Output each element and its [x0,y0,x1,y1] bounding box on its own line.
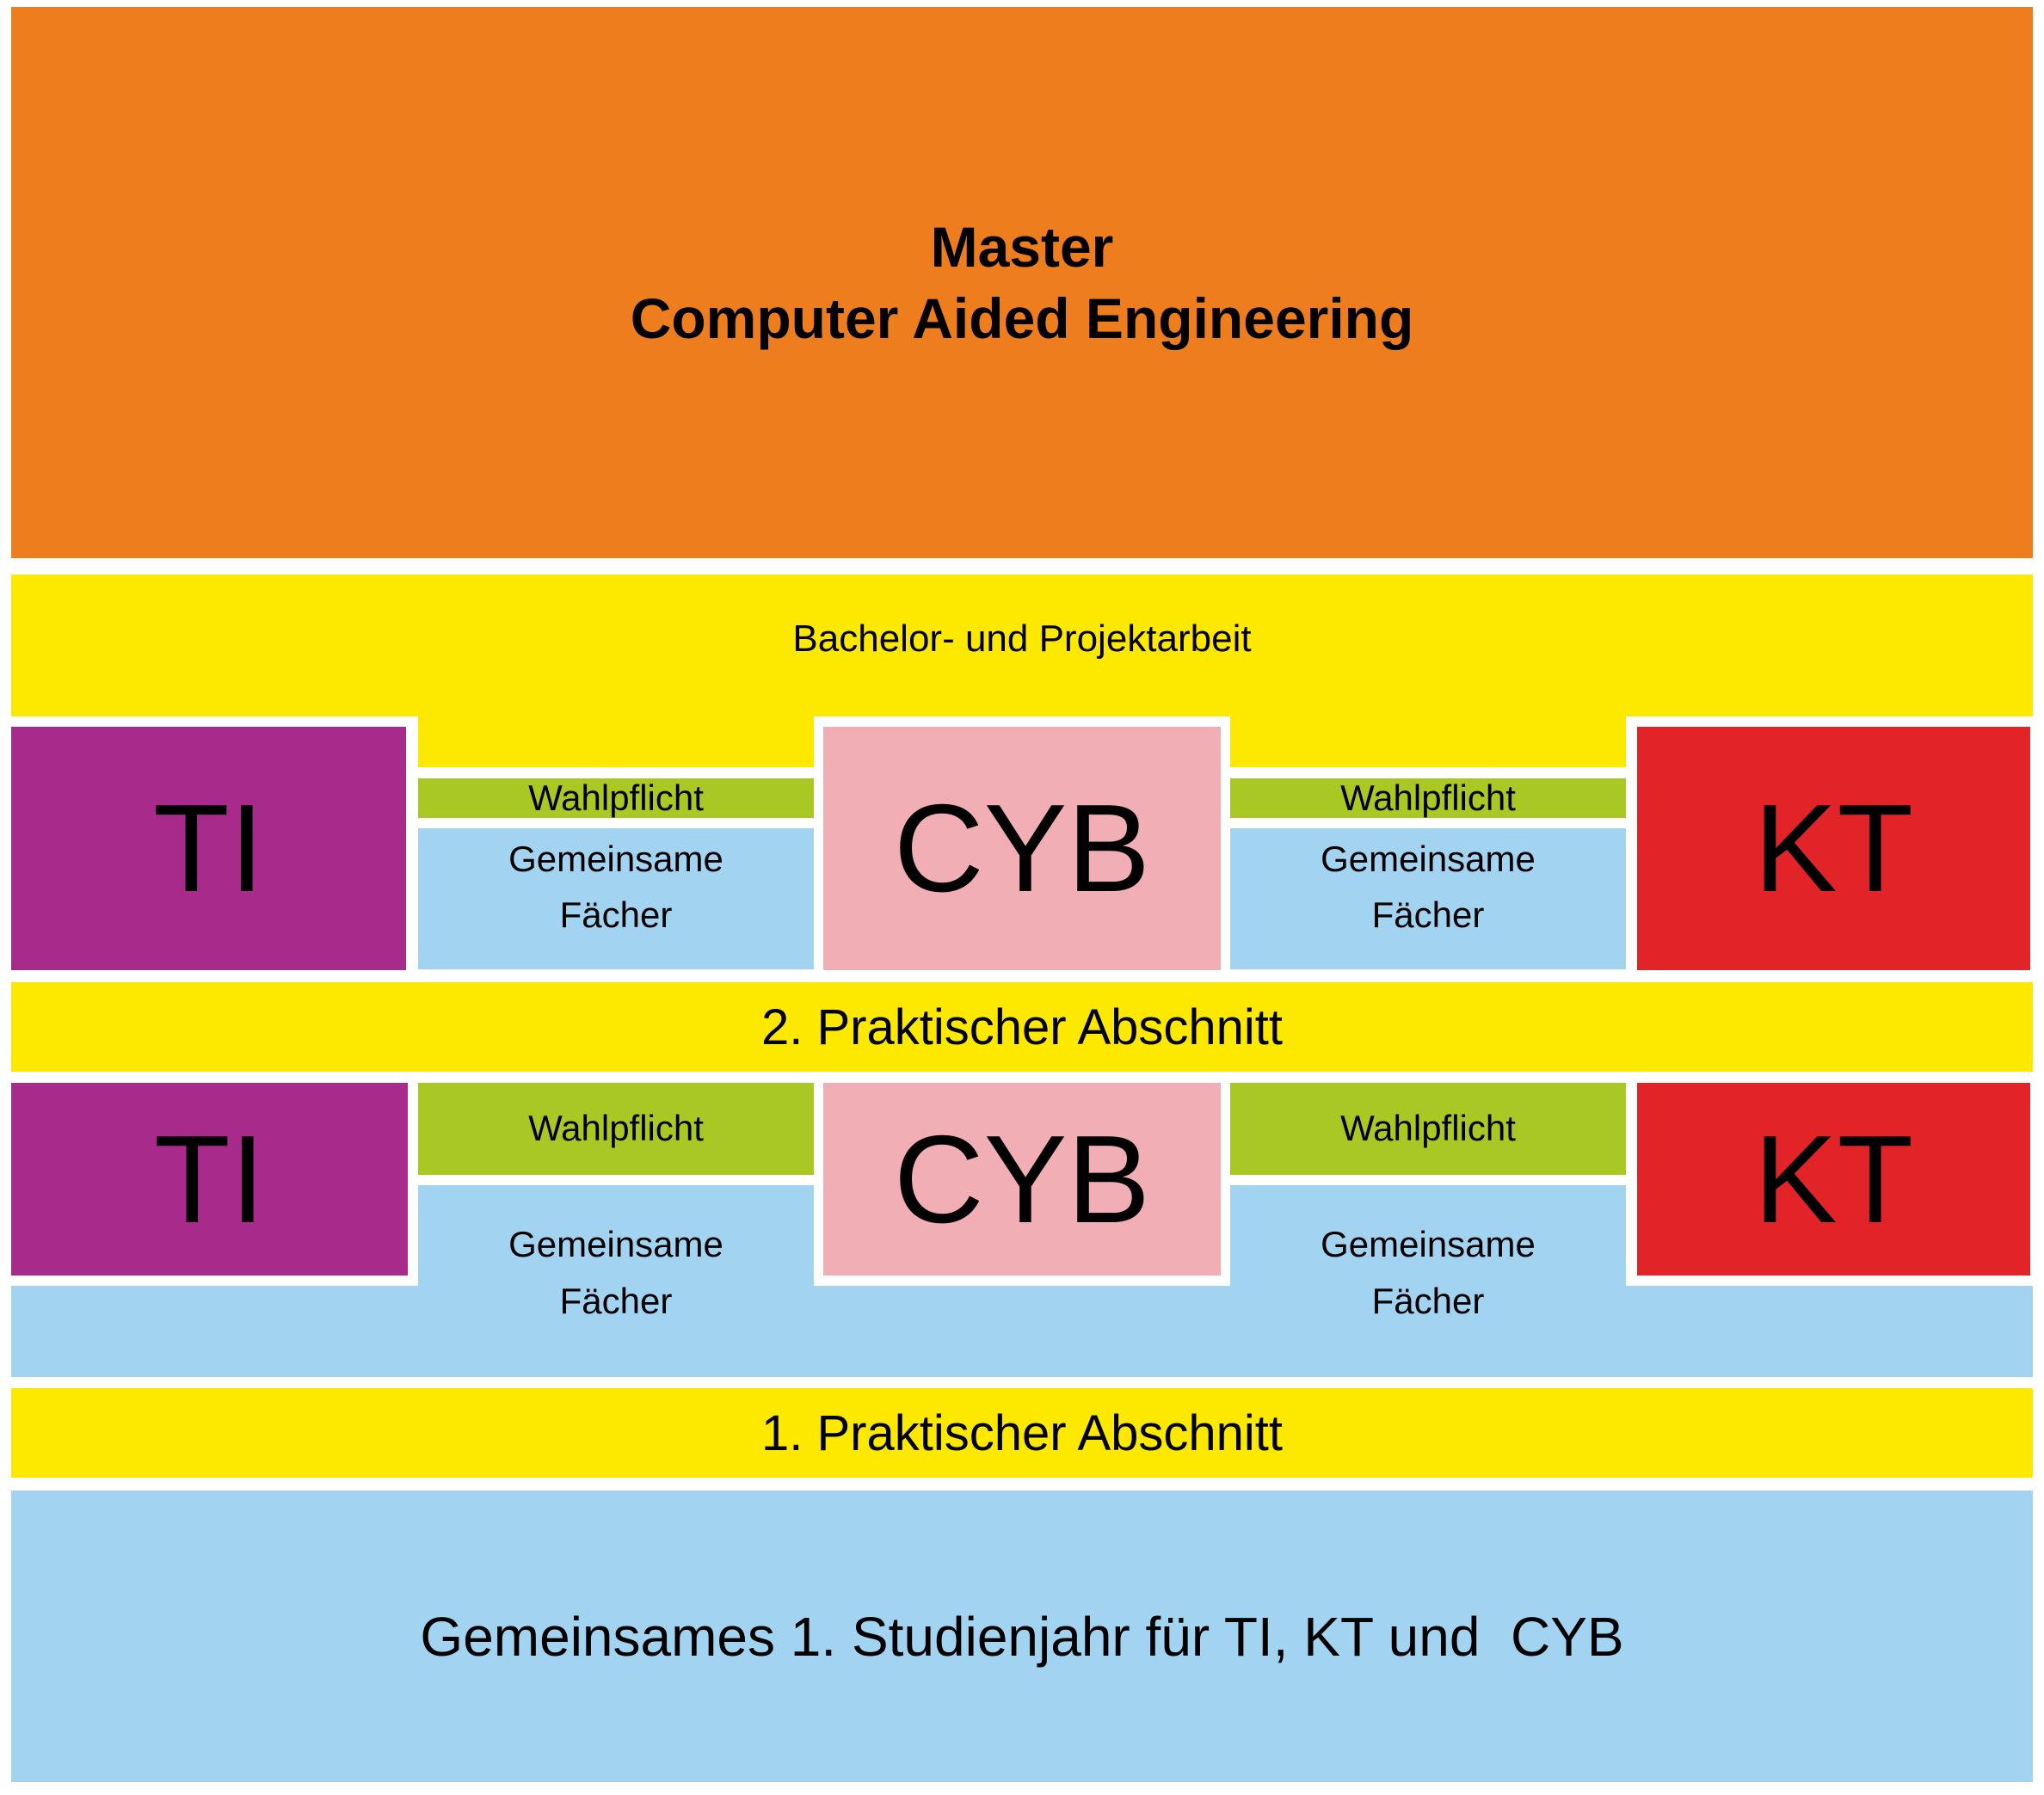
first-year-label: Gemeinsames 1. Studienjahr für TI, KT un… [420,1605,1624,1668]
gemeinsame-lower-left-line2: Fächer [559,1280,673,1321]
bachelor-projektarbeit-label: Bachelor- und Projektarbeit [792,618,1252,660]
first-year-block: Gemeinsames 1. Studienjahr für TI, KT un… [11,1491,2033,1782]
gemeinsame-lower-right-line2: Fächer [1371,1280,1485,1321]
praktischer-abschnitt-1-band: 1. Praktischer Abschnitt [11,1388,2033,1478]
cyb-box-upper: CYB [823,727,1221,970]
gemeinsame-faecher-upper-left: Gemeinsame Fächer [418,828,814,969]
praktischer-abschnitt-2-label: 2. Praktischer Abschnitt [760,999,1284,1055]
wahlpflicht-upper-left: Wahlpflicht [418,778,814,818]
gemeinsame-upper-left-line1: Gemeinsame [508,838,723,879]
master-title: Master Computer Aided Engineering [631,212,1414,353]
gemeinsame-faecher-lower-left: Gemeinsame Fächer [418,1185,814,1377]
gemeinsame-upper-right-line1: Gemeinsame [1321,838,1536,879]
cyb-lower-label: CYB [893,1109,1151,1249]
cyb-upper-label: CYB [893,778,1151,918]
praktischer-abschnitt-2-band: 2. Praktischer Abschnitt [11,982,2033,1072]
gemeinsame-upper-right-line2: Fächer [1371,894,1485,935]
kt-box-upper: KT [1637,727,2030,970]
wahlpflicht-lower-right: Wahlpflicht [1230,1083,1626,1175]
wahlpflicht-upper-right-label: Wahlpflicht [1340,777,1516,818]
gemeinsame-faecher-lower-band [11,1286,2033,1377]
praktischer-abschnitt-1-label: 1. Praktischer Abschnitt [760,1405,1284,1461]
ti-box-lower: TI [11,1083,408,1276]
wahlpflicht-upper-right: Wahlpflicht [1230,778,1626,818]
kt-box-lower: KT [1637,1083,2030,1276]
kt-upper-label: KT [1753,778,1914,918]
ti-upper-label: TI [153,778,264,918]
kt-lower-label: KT [1753,1109,1914,1249]
wahlpflicht-lower-right-label: Wahlpflicht [1340,1108,1516,1149]
gemeinsame-faecher-upper-right: Gemeinsame Fächer [1230,828,1626,969]
cyb-box-lower: CYB [823,1083,1221,1276]
ti-box-upper: TI [11,727,406,970]
master-title-line2: Computer Aided Engineering [630,286,1414,350]
gemeinsame-lower-right-line1: Gemeinsame [1321,1224,1536,1265]
wahlpflicht-upper-left-label: Wahlpflicht [528,777,704,818]
gemeinsame-upper-left-line2: Fächer [559,894,673,935]
ti-lower-label: TI [154,1109,265,1249]
gemeinsame-faecher-lower-right: Gemeinsame Fächer [1230,1185,1626,1377]
gemeinsame-lower-left-line1: Gemeinsame [508,1224,723,1265]
master-block: Master Computer Aided Engineering [11,7,2033,558]
wahlpflicht-lower-left-label: Wahlpflicht [528,1108,704,1149]
wahlpflicht-lower-left: Wahlpflicht [418,1083,814,1175]
master-title-line1: Master [930,215,1114,279]
